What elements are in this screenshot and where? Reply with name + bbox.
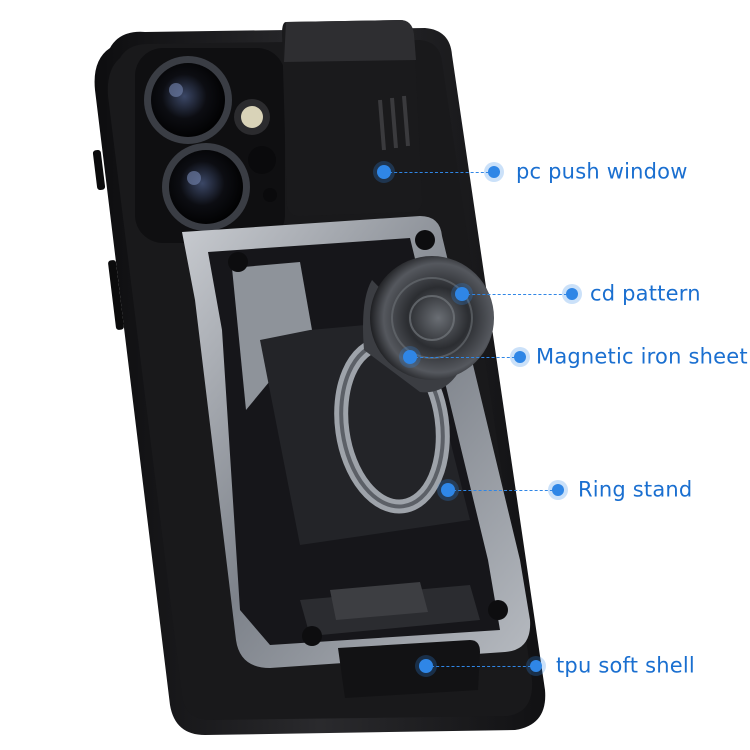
marker-dot [552, 484, 564, 496]
callout-tpu-soft-shell: tpu soft shell [0, 646, 750, 686]
leader-line [410, 357, 520, 358]
camera-module [135, 48, 285, 243]
callout-label: pc push window [516, 159, 688, 184]
callout-ring-stand: Ring stand [0, 470, 750, 510]
callout-label: Ring stand [578, 477, 693, 502]
marker-dot [566, 288, 578, 300]
leader-line [462, 294, 572, 295]
callout-label: tpu soft shell [556, 653, 695, 678]
bottom-opening [338, 640, 480, 698]
marker-dot [530, 660, 542, 672]
marker-dot [488, 166, 500, 178]
callout-label: Magnetic iron sheet [536, 344, 748, 369]
callout-cd-pattern: cd pattern [0, 274, 750, 314]
leader-line [448, 490, 558, 491]
leader-line [426, 666, 536, 667]
callout-label: cd pattern [590, 281, 701, 306]
leader-line [384, 172, 494, 173]
marker-dot [514, 351, 526, 363]
callout-pc-push-window: pc push window [0, 152, 750, 192]
callout-magnetic-iron-sheet: Magnetic iron sheet [0, 337, 750, 377]
